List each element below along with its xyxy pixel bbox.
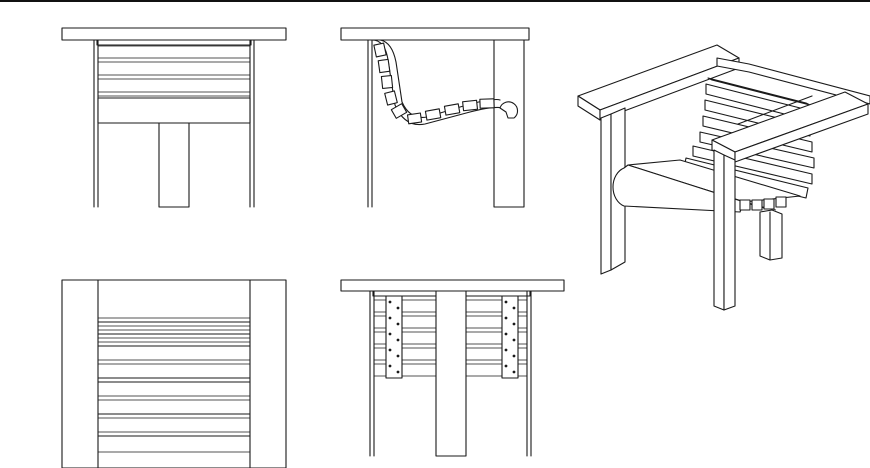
iso-seat-roll: [612, 164, 745, 213]
side-seat-slat-blocks: [373, 42, 495, 125]
iso-side-rail: [737, 95, 813, 125]
isometric-view: [577, 44, 870, 311]
front-elevation-view: [61, 27, 287, 208]
front-seat-roll: [97, 97, 251, 124]
side-armrest-top: [340, 27, 530, 41]
iso-right-armrest-front: [734, 103, 869, 163]
front-rear-center-post: [158, 122, 190, 208]
rear-armrest-top: [340, 279, 565, 292]
rear-left-cleat: [385, 295, 403, 379]
top-border-line: [0, 0, 870, 2]
plan-outline: [61, 279, 287, 468]
front-back-slats: [98, 45, 250, 99]
front-armrest-top: [61, 27, 287, 41]
front-seat-top-rail: [96, 39, 252, 46]
iso-back-rail: [716, 57, 870, 105]
plan-view: [61, 279, 287, 468]
rear-center-post: [435, 290, 467, 457]
plan-slats: [97, 317, 251, 453]
side-elevation-view: [340, 27, 530, 208]
rear-screw-dots: [388, 300, 516, 374]
iso-left-front-leg: [600, 113, 612, 275]
iso-right-front-leg: [713, 149, 725, 311]
iso-right-front-leg-side: [723, 154, 736, 311]
iso-rear-leg: [759, 209, 783, 261]
side-seat-roll-end: [499, 101, 519, 119]
rear-right-cleat: [501, 295, 519, 379]
rear-elevation-view: [340, 279, 565, 457]
iso-seat-front-blocks: [739, 196, 787, 211]
side-rear-leg: [493, 39, 525, 208]
